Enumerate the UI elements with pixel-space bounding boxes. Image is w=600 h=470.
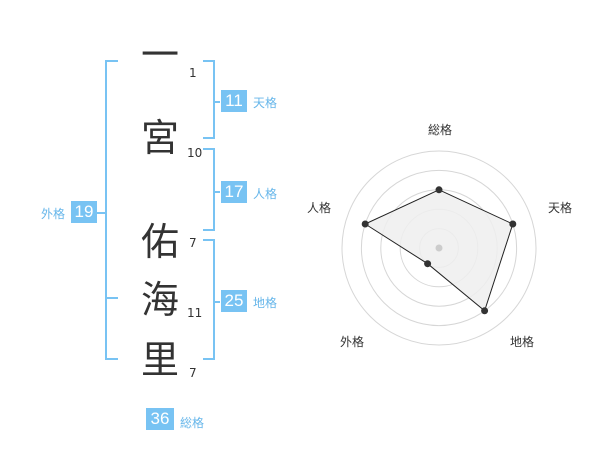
radar-label-jinkaku: 人格 [307, 201, 332, 215]
radar-label-chikaku: 地格 [510, 335, 535, 349]
stroke-count-1: 1 [189, 66, 197, 80]
tenkaku-bracket [203, 60, 215, 139]
name-character-4: 海 [140, 278, 179, 322]
stroke-count-2: 10 [187, 146, 203, 160]
radar-point-soukaku [435, 186, 443, 194]
jinkaku-label: 人格 [253, 187, 278, 201]
stroke-count-4: 11 [187, 306, 203, 320]
name-character-2: 宮 [140, 116, 179, 160]
soukaku-badge: 36 [146, 408, 174, 430]
radar-ring-4 [360, 169, 518, 327]
name-character-3: 佑 [140, 220, 179, 264]
jinkaku-badge: 17 [221, 181, 247, 203]
radar-center-dot [435, 244, 443, 252]
jinkaku-bracket [203, 148, 215, 231]
radar-point-jinkaku [361, 220, 369, 228]
gaikaku-bracket [105, 60, 118, 360]
soukaku-label: 総格 [180, 416, 205, 430]
stroke-count-3: 7 [189, 236, 197, 250]
radar-label-soukaku: 総格 [428, 123, 453, 137]
chikaku-bracket [203, 239, 215, 360]
radar-point-chikaku [481, 307, 489, 315]
tenkaku-label: 天格 [253, 96, 278, 110]
radar-ring-5 [341, 150, 537, 346]
gaikaku-badge: 19 [71, 201, 97, 223]
chikaku-badge: 25 [221, 290, 247, 312]
radar-label-gaikaku: 外格 [340, 335, 365, 349]
radar-point-tenkaku [509, 220, 517, 228]
stroke-count-5: 7 [189, 366, 197, 380]
gaikaku-label: 外格 [41, 207, 66, 221]
radar-label-tenkaku: 天格 [548, 201, 573, 215]
name-character-5: 里 [140, 338, 179, 382]
tenkaku-badge: 11 [221, 90, 247, 112]
name-character-1: 一 [140, 33, 179, 77]
radar-point-gaikaku [424, 260, 432, 268]
chikaku-label: 地格 [253, 296, 278, 310]
